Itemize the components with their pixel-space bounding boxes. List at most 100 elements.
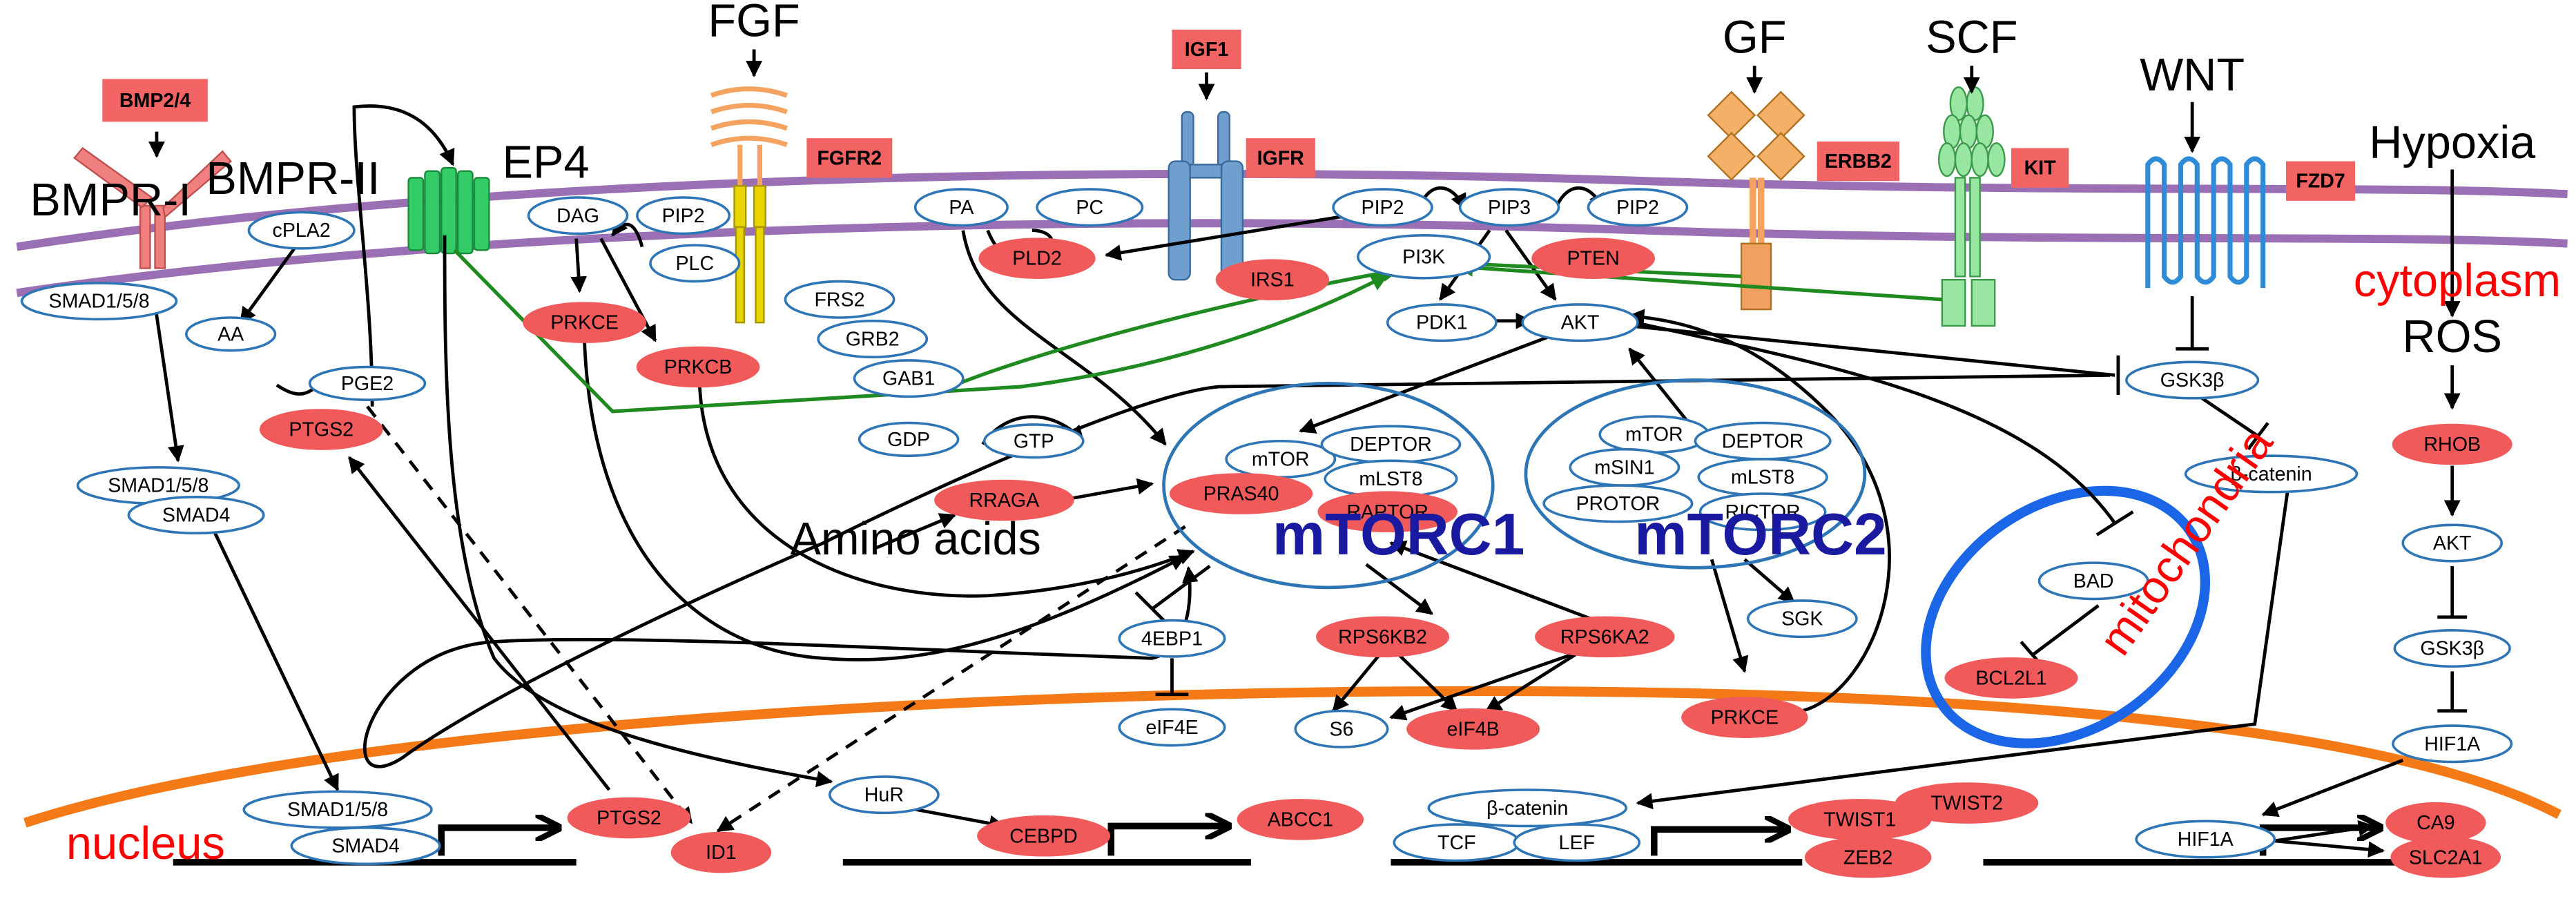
node-deptor1: DEPTOR <box>1320 425 1462 464</box>
nuclear-membrane <box>23 686 2562 828</box>
node-shape <box>1458 188 1560 227</box>
node-shape <box>978 238 1096 279</box>
box-igfr: IGFR <box>1246 138 1315 178</box>
node-label: SMAD1/5/8 <box>48 291 149 313</box>
node-label: GRB2 <box>846 329 900 351</box>
node-shape <box>1698 492 1827 532</box>
node-label: AKT <box>2433 532 2472 554</box>
ligand-fgf: FGF <box>708 0 800 46</box>
node-shape <box>242 790 433 829</box>
node-gdp: GDP <box>858 421 960 457</box>
node-smad4-b: SMAD4 <box>127 495 265 534</box>
node-raptor: RAPTOR <box>1317 491 1458 533</box>
node-shape <box>2401 523 2504 563</box>
node-shape <box>2037 561 2149 601</box>
label-cytoplasm: cytoplasm <box>2354 255 2561 307</box>
node-label: DEPTOR <box>1350 434 1432 456</box>
node-label: LEF <box>1559 832 1595 854</box>
node-rps6kb2: RPS6KB2 <box>1316 616 1450 658</box>
label-ep4: EP4 <box>502 137 589 188</box>
node-shape <box>290 826 441 866</box>
node-pa: PA <box>913 188 1009 227</box>
node-shape <box>784 280 895 319</box>
node-smad158-b: SMAD1/5/8 <box>76 466 240 505</box>
box-fzd7: FZD7 <box>2286 161 2356 201</box>
node-label: PIP2 <box>662 205 705 227</box>
node-gab1: GAB1 <box>853 359 965 398</box>
node-label: PTGS2 <box>597 807 661 829</box>
node-label: eIF4E <box>1145 717 1198 739</box>
label-mtorc2: mTORC2 <box>1634 501 1887 568</box>
node-grb2: GRB2 <box>817 319 929 358</box>
node-shape <box>1535 616 1675 658</box>
label-mtorc1: mTORC1 <box>1272 501 1525 568</box>
node-shape <box>977 815 1111 857</box>
node-prkcb: PRKCB <box>636 346 760 388</box>
node-shape <box>858 421 960 457</box>
node-label: GDP <box>887 429 930 451</box>
box-shape <box>2011 148 2069 188</box>
node-label: PTEN <box>1567 248 1619 270</box>
node-rraga: RRAGA <box>934 479 1074 521</box>
node-label: BAD <box>2073 570 2114 592</box>
ligand-wnt: WNT <box>2140 50 2245 101</box>
node-label: DEPTOR <box>1722 430 1804 452</box>
box-fgfr2: FGFR2 <box>806 138 893 178</box>
node-label: PIP2 <box>1362 197 1404 219</box>
node-label: ID1 <box>706 842 737 864</box>
node-twist1: TWIST1 <box>1788 799 1932 840</box>
node-label: SMAD1/5/8 <box>108 475 209 497</box>
node-label: IRS1 <box>1250 269 1295 291</box>
stimulus-hypoxia: Hypoxia <box>2369 117 2536 168</box>
node-shape <box>636 346 760 388</box>
node-shape <box>1316 616 1450 658</box>
node-shape <box>1895 782 2039 824</box>
label-nucleus: nucleus <box>66 818 225 869</box>
node-shape <box>1118 708 1226 747</box>
node-aa: AA <box>185 316 277 352</box>
node-bad: BAD <box>2037 561 2149 601</box>
node-label: ZEB2 <box>1843 846 1893 869</box>
box-shape <box>2286 161 2356 201</box>
node-label: HIF1A <box>2424 733 2481 755</box>
node-shape <box>1357 234 1491 280</box>
node-label: cPLA2 <box>273 220 331 242</box>
node-abcc1: ABCC1 <box>1237 799 1364 840</box>
node-rhob: RHOB <box>2392 423 2512 465</box>
node-shape <box>247 211 356 250</box>
node-shape <box>649 244 741 283</box>
node-shape <box>1513 823 1641 862</box>
node-label: SMAD1/5/8 <box>287 799 388 821</box>
node-pten: PTEN <box>1531 238 1655 279</box>
node-shape <box>1427 788 1628 828</box>
node-shape <box>20 282 178 321</box>
node-shape <box>1746 599 1858 639</box>
box-erbb2: ERBB2 <box>1817 141 1899 182</box>
node-lef: LEF <box>1513 823 1641 862</box>
mtorc1-complex-outline <box>1162 381 1495 590</box>
box-kit: KIT <box>2011 148 2069 188</box>
node-pip2-a: PIP2 <box>636 196 731 235</box>
box-label: IGF1 <box>1185 39 1229 61</box>
node-smad158-a: SMAD1/5/8 <box>20 282 178 321</box>
mtorc2-complex-outline <box>1524 378 1867 570</box>
node-label: AKT <box>1561 312 1600 334</box>
node-label: CA9 <box>2417 812 2455 834</box>
node-pip2-b: PIP2 <box>1332 188 1433 227</box>
node-label: PROTOR <box>1576 493 1660 515</box>
node-shape <box>828 775 940 815</box>
node-label: RAPTOR <box>1346 501 1429 523</box>
node-shape <box>853 359 965 398</box>
node-label: eIF4B <box>1446 718 1499 740</box>
node-label: PRKCE <box>1711 707 1779 729</box>
node-label: RPS6KA2 <box>1560 626 1649 648</box>
node-shape <box>1406 708 1540 750</box>
node-shape <box>185 316 277 352</box>
igfr-receptor-graphic <box>1168 110 1244 281</box>
node-shape <box>2392 724 2513 764</box>
node-label: β-catenin <box>1486 797 1568 820</box>
node-shape <box>1386 303 1498 342</box>
label-mitochondria: mitochondria <box>2090 418 2283 664</box>
node-shape <box>2390 836 2501 878</box>
